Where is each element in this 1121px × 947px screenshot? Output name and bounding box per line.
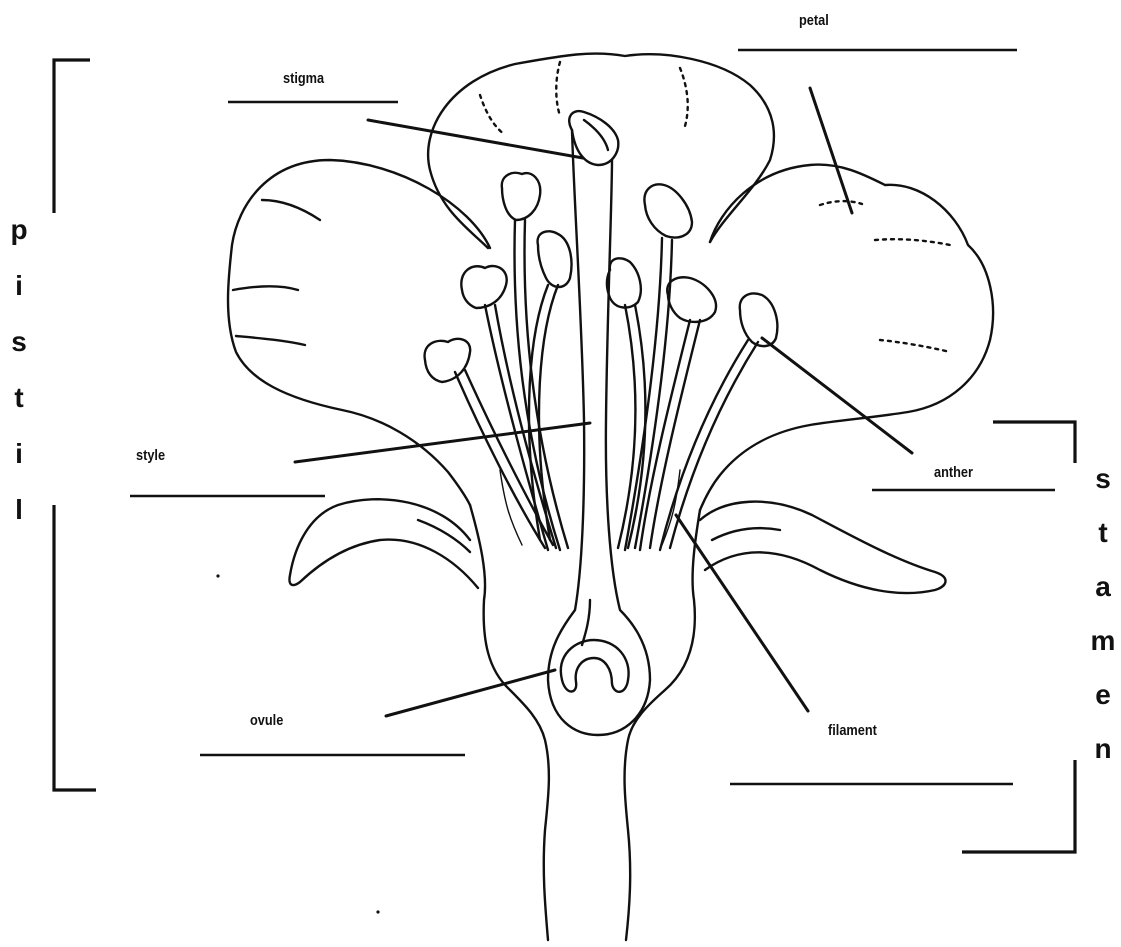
stamen-letter: m: [1091, 614, 1116, 668]
petal-left-vein: [236, 336, 305, 345]
anther-leader-line: [762, 338, 912, 453]
stamen-letter: a: [1095, 560, 1111, 614]
stamen-letter: n: [1094, 722, 1111, 776]
petal-left-vein: [233, 286, 298, 290]
pistil-letter: i: [15, 258, 23, 314]
petal-leader-line: [810, 88, 852, 213]
stigma-inner: [584, 120, 608, 150]
stigma-leader-line: [368, 120, 583, 158]
ovary-inner: [582, 600, 590, 645]
stamen-bracket-top: [993, 422, 1075, 463]
sepal-left: [289, 499, 478, 588]
stamen-letter: t: [1098, 506, 1107, 560]
ovule-shape: [561, 640, 629, 692]
pistil-letter: t: [14, 370, 23, 426]
pistil-letter: i: [15, 426, 23, 482]
petal-top-vein: [480, 95, 505, 135]
stigma-label: stigma: [283, 70, 324, 87]
sepal-right: [700, 502, 946, 593]
petal-right-vein: [880, 340, 950, 352]
petal-top-vein: [556, 62, 560, 116]
filament-label: filament: [828, 722, 877, 739]
anthers: [425, 173, 778, 382]
petal-right-vein: [820, 201, 862, 205]
style-label: style: [136, 447, 165, 464]
stamen-letter: s: [1095, 452, 1111, 506]
pistil-vertical-label: p i s t i l: [4, 202, 34, 538]
petal-top-vein: [680, 68, 688, 126]
stamen-vertical-label: s t a m e n: [1086, 452, 1120, 776]
sepal-right-vein: [712, 528, 780, 540]
petal-left-vein: [262, 200, 320, 220]
petal-right-vein: [875, 239, 950, 245]
ovule-leader-line: [386, 670, 555, 716]
pistil-letter: s: [11, 314, 27, 370]
petal-right: [700, 165, 993, 510]
pistil-letter: p: [10, 202, 27, 258]
receptacle: [470, 505, 549, 940]
ovule-label: ovule: [250, 712, 283, 729]
stamen-bracket-bottom: [962, 760, 1075, 852]
pistil-bracket-top: [54, 60, 90, 213]
receptacle: [625, 510, 700, 940]
pistil-bracket-bottom: [54, 505, 96, 790]
pistil-letter: l: [15, 482, 23, 538]
anther-label: anther: [934, 464, 973, 481]
petal-label: petal: [799, 12, 829, 29]
stamen-letter: e: [1095, 668, 1111, 722]
